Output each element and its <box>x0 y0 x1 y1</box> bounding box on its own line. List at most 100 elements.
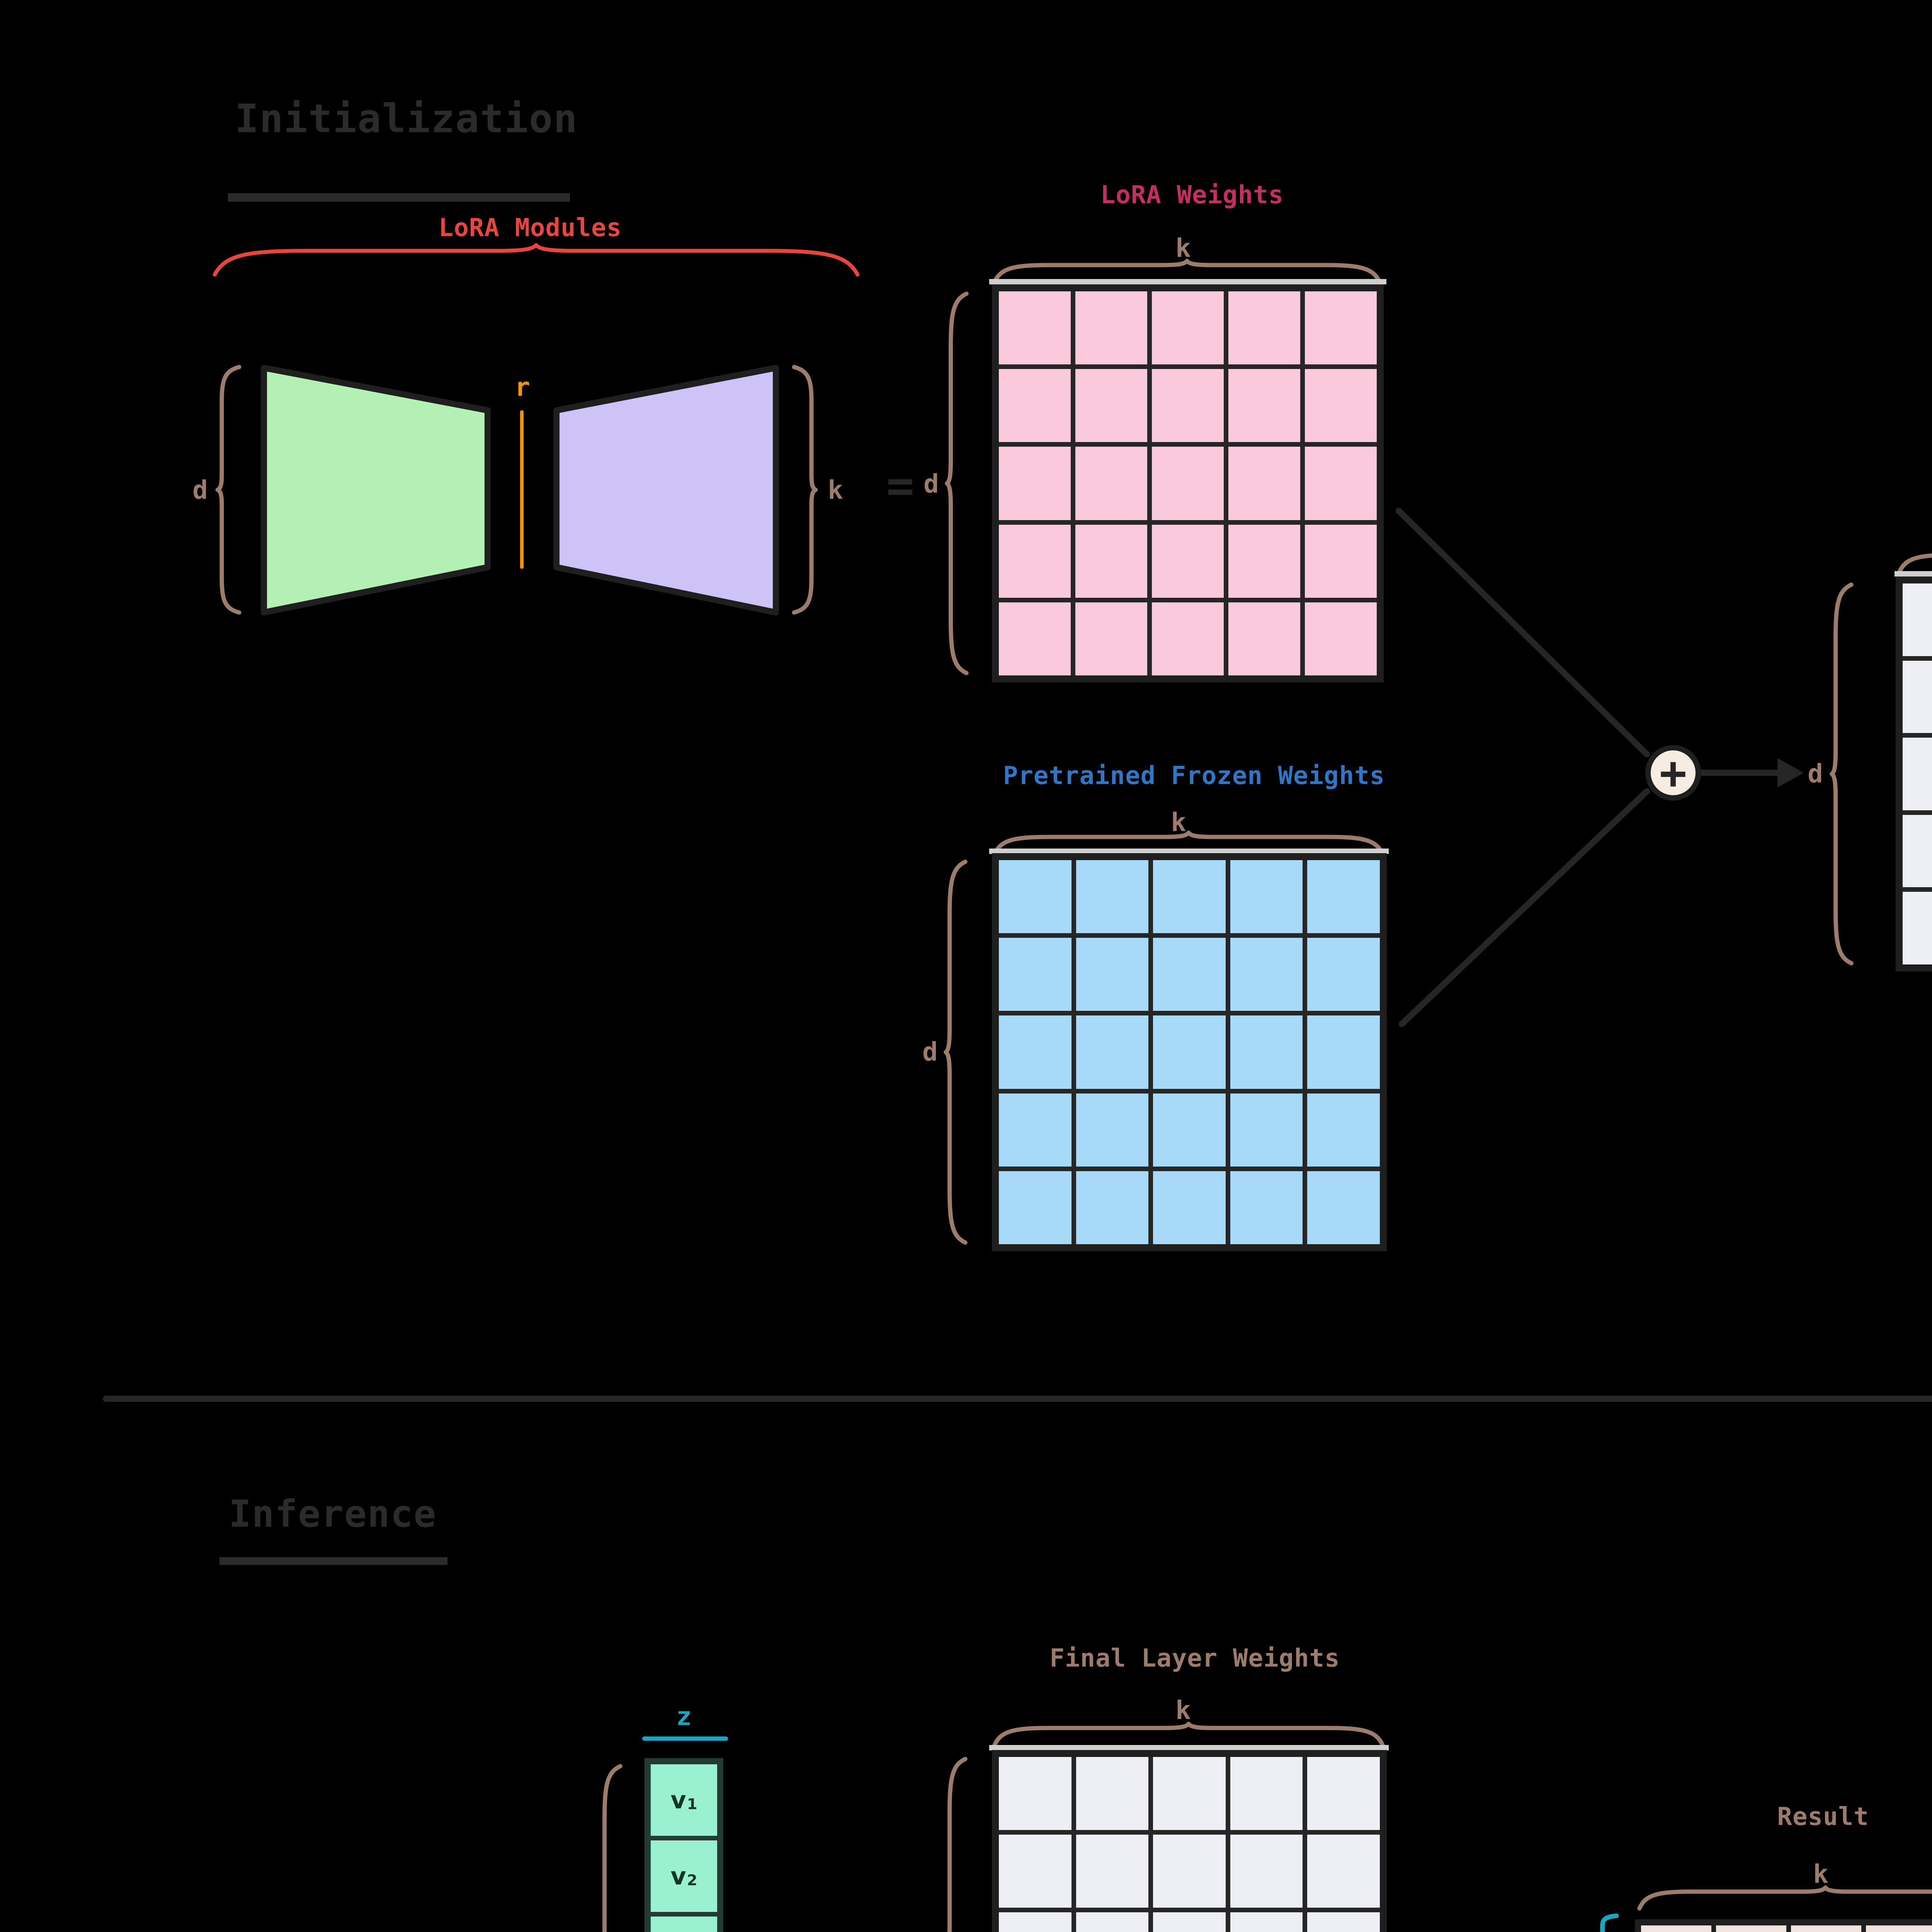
matrix-cell <box>1152 602 1224 675</box>
matrix-cell <box>1076 1171 1149 1244</box>
initialization-title: Initialization <box>235 96 578 142</box>
lora-modules-label: LoRA Modules <box>438 214 622 242</box>
lora-weights-top-edge <box>989 279 1386 284</box>
matrix-cell <box>1305 369 1377 442</box>
matrix-cell <box>1075 524 1147 598</box>
matrix-cell <box>1903 892 1932 964</box>
pretrained-top-edge <box>989 849 1389 854</box>
matrix-cell <box>1228 369 1300 442</box>
matrix-cell <box>1305 602 1377 675</box>
matrix-cell <box>1228 447 1300 520</box>
matrix-cell <box>999 1171 1071 1244</box>
matrix-cell <box>1866 1925 1932 1932</box>
input-vector-d-brace <box>600 1760 621 1932</box>
matrix-cell <box>1641 1925 1711 1932</box>
matrix-cell <box>1307 1093 1380 1167</box>
lora-down-projection-trapezoid <box>261 365 491 616</box>
final-weights-matrix <box>1896 577 1932 971</box>
matrix-cell <box>999 1015 1071 1089</box>
modules-d-label: d <box>192 475 208 505</box>
modules-d-brace <box>216 363 240 616</box>
lora-weights-d-brace <box>946 288 968 679</box>
matrix-cell <box>1307 860 1380 934</box>
matrix-cell <box>1076 938 1149 1011</box>
inference-weights-top-edge <box>989 1745 1389 1750</box>
matrix-cell <box>1307 938 1380 1011</box>
plus-node: + <box>1645 745 1701 801</box>
matrix-cell <box>1903 815 1932 888</box>
line-pretrained-to-plus <box>1399 788 1650 1027</box>
inference-title: Inference <box>229 1492 437 1536</box>
lora-up-projection-trapezoid <box>553 365 779 616</box>
final-weights-d-brace <box>1831 579 1852 969</box>
matrix-cell <box>999 1757 1071 1830</box>
matrix-cell <box>1153 1171 1226 1244</box>
matrix-cell <box>1230 1912 1303 1932</box>
matrix-cell <box>999 1912 1071 1932</box>
matrix-cell <box>1152 524 1224 598</box>
inference-weights-k-brace <box>988 1723 1389 1747</box>
matrix-cell <box>1716 1925 1786 1932</box>
matrix-cell <box>1307 1757 1380 1830</box>
matrix-cell <box>1228 291 1300 365</box>
matrix-cell <box>1903 660 1932 733</box>
matrix-cell <box>1230 1834 1303 1908</box>
matrix-cell <box>1791 1925 1861 1932</box>
matrix-cell <box>999 938 1071 1011</box>
lora-modules-brace <box>205 243 867 276</box>
matrix-cell <box>1230 1015 1303 1089</box>
matrix-cell <box>1228 524 1300 598</box>
final-weights-top-edge <box>1895 571 1932 577</box>
result-k-label: k <box>1813 1859 1828 1889</box>
initialization-title-underline <box>228 193 570 202</box>
matrix-cell <box>1076 1093 1149 1167</box>
result-vector <box>1635 1919 1932 1932</box>
modules-k-label: k <box>828 475 843 505</box>
result-z-brace <box>1598 1915 1617 1932</box>
matrix-cell <box>1305 291 1377 365</box>
input-vector: v1v2v3⋮vd <box>645 1758 723 1932</box>
matrix-cell <box>999 291 1071 365</box>
matrix-cell <box>1075 369 1147 442</box>
matrix-cell <box>1305 447 1377 520</box>
matrix-cell <box>1230 860 1303 934</box>
matrix-cell <box>1075 602 1147 675</box>
matrix-cell <box>999 369 1071 442</box>
matrix-cell <box>1305 524 1377 598</box>
inference-title-underline <box>219 1557 447 1565</box>
matrix-cell <box>1230 1171 1303 1244</box>
matrix-cell <box>999 602 1071 675</box>
matrix-cell <box>1307 1015 1380 1089</box>
inference-weights-k-label: k <box>1175 1695 1191 1725</box>
rank-label: r <box>515 372 530 402</box>
matrix-cell <box>1307 1171 1380 1244</box>
matrix-cell <box>1152 291 1224 365</box>
vector-cell: v3 <box>651 1917 717 1932</box>
matrix-cell <box>1076 1912 1149 1932</box>
lora-weights-d-label: d <box>923 469 939 499</box>
matrix-cell <box>1153 860 1226 934</box>
final-weights-k-brace <box>1893 549 1932 573</box>
input-vector-label-bar <box>642 1736 728 1741</box>
pretrained-weights-matrix <box>992 853 1387 1251</box>
result-title: Result <box>1777 1803 1869 1831</box>
pretrained-d-label: d <box>922 1037 938 1067</box>
equals-sign: = <box>886 459 915 513</box>
final-weights-d-label: d <box>1808 759 1823 789</box>
matrix-cell <box>1153 1093 1226 1167</box>
matrix-cell <box>1307 1834 1380 1908</box>
lora-weights-title: LoRA Weights <box>1100 181 1284 209</box>
matrix-cell <box>1903 583 1932 656</box>
matrix-cell <box>1230 1757 1303 1830</box>
matrix-cell <box>1153 938 1226 1011</box>
arrow-plus-to-final-head <box>1777 758 1804 787</box>
result-k-brace <box>1634 1886 1932 1910</box>
matrix-cell <box>999 524 1071 598</box>
matrix-cell <box>1230 938 1303 1011</box>
matrix-cell <box>1152 369 1224 442</box>
rank-line <box>520 410 524 569</box>
pretrained-k-label: k <box>1171 807 1186 837</box>
